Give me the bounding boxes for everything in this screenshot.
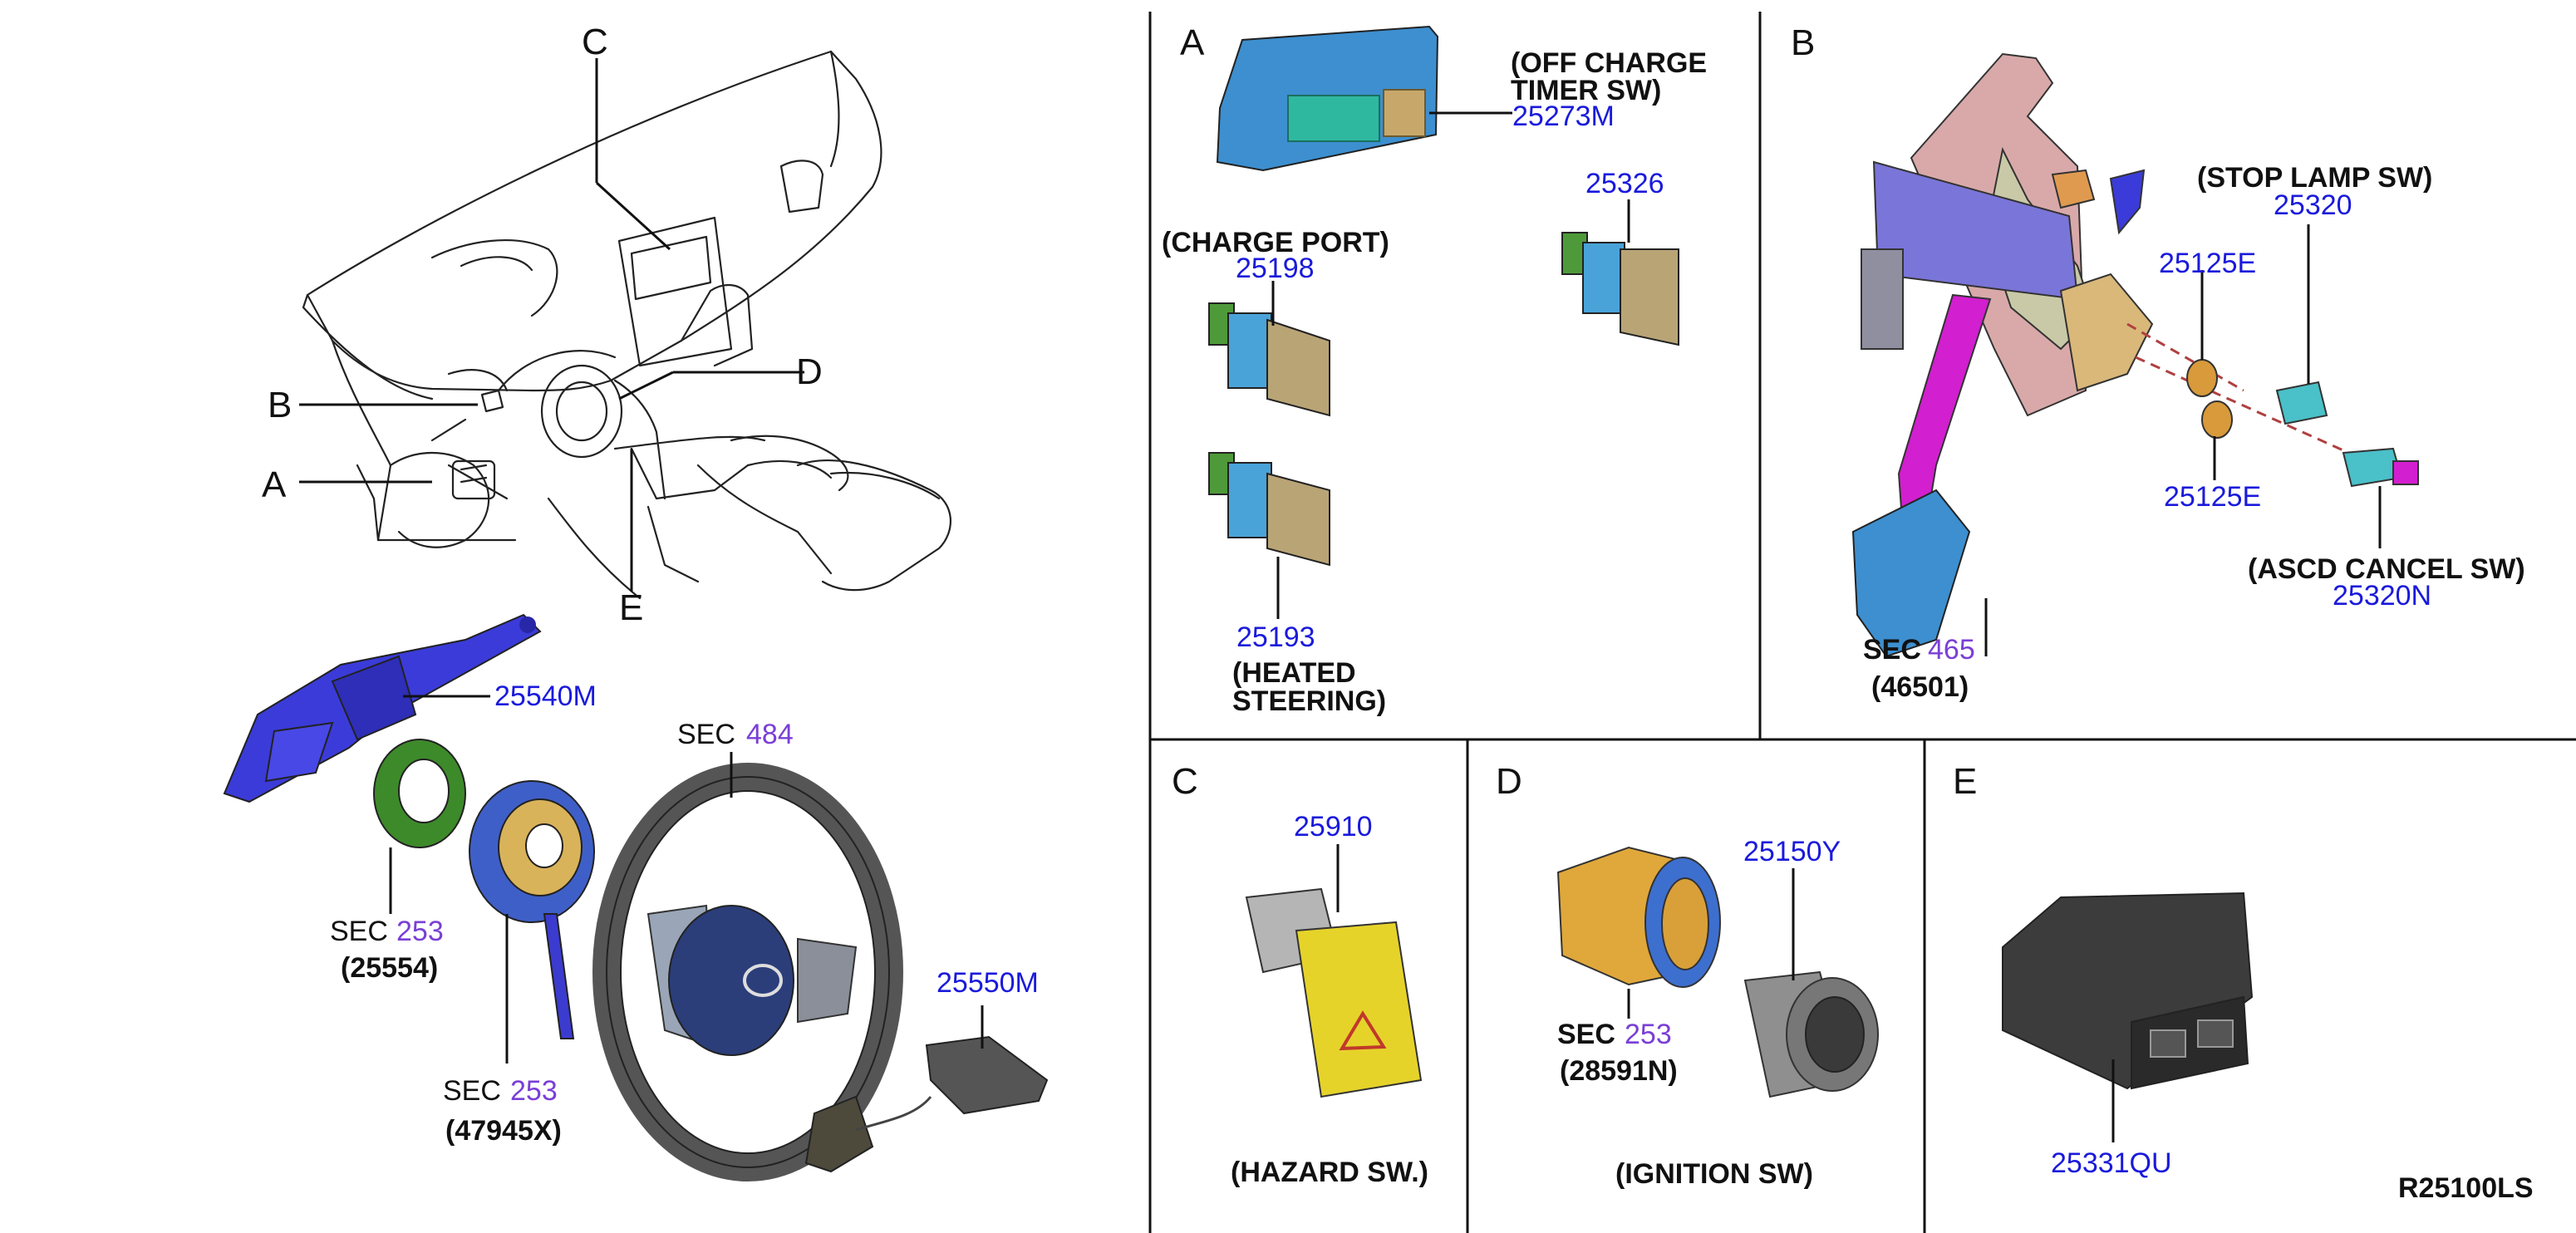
part-number-off-charge: 25273M: [1512, 101, 1615, 132]
steering-switch-illustration: [804, 1035, 1049, 1173]
panel-dividers: [1148, 12, 2576, 1233]
part-number-ignition: 25150Y: [1743, 836, 1841, 867]
part-pedal: (46501): [1871, 671, 1969, 703]
part-number-stop-lamp: 25320: [2274, 189, 2352, 221]
ignition-label: (IGNITION SW): [1615, 1158, 1813, 1190]
sec-number-pedal: 465: [1928, 634, 1975, 666]
overview-callout-d: D: [796, 351, 823, 392]
hazard-label: (HAZARD SW.): [1231, 1157, 1428, 1188]
sec-label-pedal: SEC: [1863, 634, 1921, 666]
part-number-charge-port: 25198: [1236, 253, 1315, 284]
ignition-switch-illustration: [1743, 970, 1879, 1098]
part-number-heated-steering: 25193: [1236, 621, 1315, 653]
part-number-panel-e-switch: 25331QU: [2051, 1147, 2172, 1179]
clip-25125e-upper-illustration: [2186, 359, 2218, 397]
switch-25326-illustration: [1561, 232, 1679, 346]
part-number-ascd: 25320N: [2333, 580, 2431, 612]
sec-number-steering-wheel: 484: [746, 719, 794, 750]
overview-callout-b: B: [268, 385, 292, 425]
stop-lamp-label: (STOP LAMP SW): [2197, 162, 2432, 194]
heated-steering-label-line2: STEERING): [1232, 685, 1386, 717]
ascd-cancel-label: (ASCD CANCEL SW): [2248, 553, 2525, 585]
part-number-hazard: 25910: [1294, 811, 1373, 842]
part-ignition-ring: (28591N): [1560, 1055, 1678, 1087]
sec-number-spiral-cable: 253: [396, 916, 444, 947]
off-charge-label-line2: TIMER SW): [1511, 75, 1661, 106]
heated-steering-label-line1: (HEATED: [1232, 657, 1356, 689]
panel-e-switch-illustration: [2002, 892, 2254, 1090]
sec-label-steering-wheel: SEC: [677, 719, 735, 750]
sec-number-steering-angle: 253: [510, 1075, 558, 1107]
spiral-cable-ring-illustration: [373, 739, 466, 848]
panel-e-letter: E: [1953, 761, 1977, 802]
hazard-switch-illustration: [1245, 887, 1423, 1098]
ignition-ring-illustration: [1556, 846, 1721, 988]
stop-lamp-switch-illustration: [2275, 381, 2328, 425]
off-charge-label-line1: (OFF CHARGE: [1511, 47, 1707, 79]
steering-wheel-illustration: [592, 763, 903, 1181]
panel-c-letter: C: [1172, 761, 1198, 802]
charge-port-switch-illustration: [1208, 302, 1330, 417]
part-number-combination-switch: 25540M: [494, 680, 597, 712]
off-charge-timer-switch-illustration: [1216, 25, 1439, 172]
steering-angle-sensor-illustration: [469, 780, 595, 1039]
ascd-cancel-switch-illustration: [2342, 447, 2419, 488]
panel-d-letter: D: [1496, 761, 1522, 802]
sec-label-ignition-ring: SEC: [1557, 1019, 1615, 1050]
sec-label-steering-angle: SEC: [443, 1075, 501, 1107]
overview-callout-c: C: [582, 22, 608, 62]
part-number-25326: 25326: [1585, 168, 1664, 199]
panel-a-letter: A: [1180, 22, 1205, 63]
sec-number-ignition-ring: 253: [1625, 1019, 1672, 1050]
clip-25125e-lower-illustration: [2201, 400, 2233, 439]
heated-steering-switch-illustration: [1208, 452, 1330, 567]
overview-callout-lines: [299, 58, 804, 592]
part-spiral-cable: (25554): [341, 952, 438, 984]
part-number-steering-switch: 25550M: [937, 967, 1039, 999]
panel-b-letter: B: [1791, 22, 1815, 63]
overview-callout-e: E: [619, 587, 643, 628]
part-steering-angle: (47945X): [445, 1115, 562, 1147]
dashboard-line-drawing: [302, 50, 951, 600]
part-number-clip-upper: 25125E: [2159, 248, 2256, 279]
brake-pedal-assembly-illustration: [1851, 52, 2154, 658]
combination-switch-illustration: [223, 613, 542, 803]
sec-label-spiral-cable: SEC: [330, 916, 388, 947]
figure-code: R25100LS: [2398, 1172, 2534, 1204]
overview-callout-a: A: [262, 464, 287, 505]
charge-port-label: (CHARGE PORT): [1162, 227, 1389, 258]
part-number-clip-lower: 25125E: [2164, 481, 2261, 513]
